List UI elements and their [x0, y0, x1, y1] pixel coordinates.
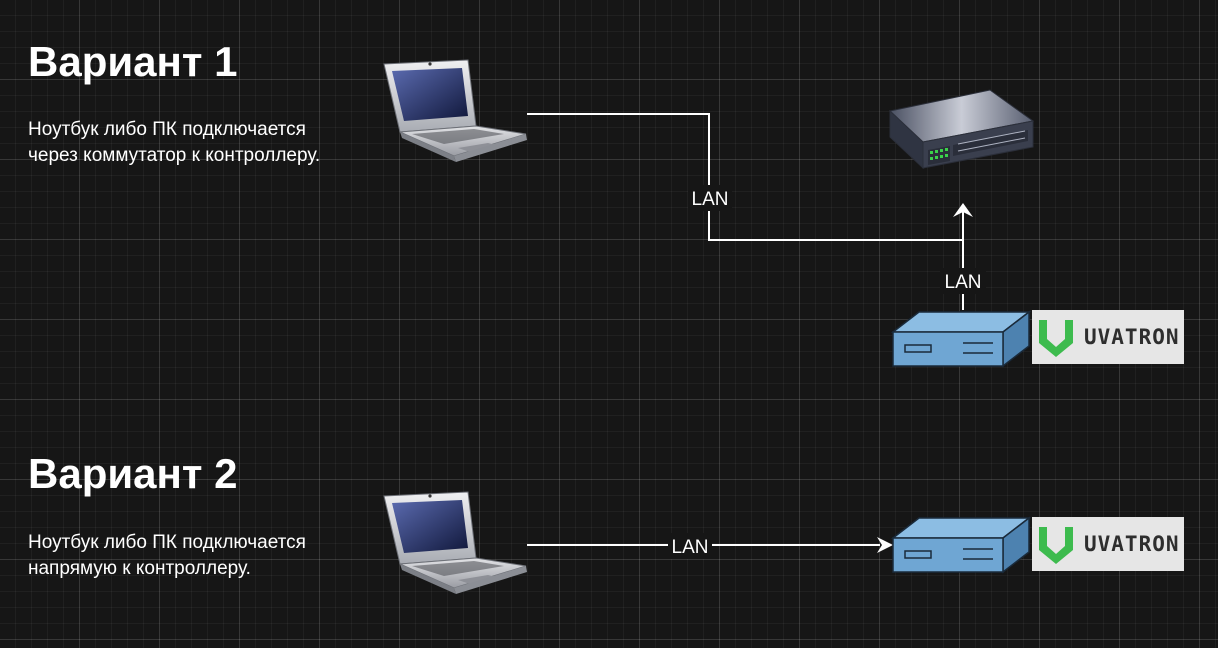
variant2-title: Вариант 2: [28, 450, 238, 497]
variant1-title: Вариант 1: [28, 38, 238, 85]
variant1-description: Ноутбук либо ПК подключается через комму…: [28, 119, 321, 166]
laptop-icon: [383, 59, 528, 163]
laptop-icon: [383, 491, 528, 595]
lan-label-1: LAN: [692, 189, 729, 210]
link-laptop-switch: [527, 113, 963, 241]
controller-icon: [892, 311, 1030, 367]
controller-icon: [892, 517, 1030, 573]
uvatron-logo: UVATRON: [1032, 517, 1184, 571]
network-switch-icon: [888, 89, 1035, 170]
uvatron-logo: UVATRON: [1032, 310, 1184, 364]
variant2-description: Ноутбук либо ПК подключается напрямую к …: [28, 532, 306, 579]
arrowhead-switch: [953, 203, 973, 217]
logo-text: UVATRON: [1084, 532, 1180, 556]
lan-label-2: LAN: [945, 272, 982, 293]
arrowhead-controller: [877, 537, 893, 553]
lan-label-3: LAN: [672, 537, 709, 558]
logo-text: UVATRON: [1084, 325, 1180, 349]
